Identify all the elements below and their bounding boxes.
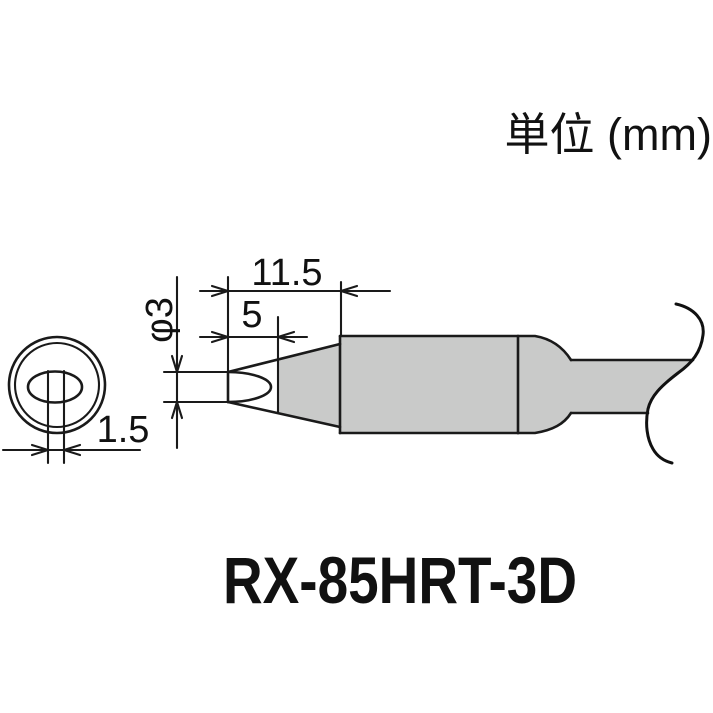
unit-label: 単位 (mm) <box>505 109 712 160</box>
arrowhead <box>276 330 296 344</box>
arrowhead <box>210 330 230 344</box>
break-mark-curve <box>645 302 705 465</box>
dimension-value: 11.5 <box>251 252 322 294</box>
dimension-taper-length: 11.5 <box>198 252 392 373</box>
front-view <box>7 335 107 465</box>
arrowhead <box>170 354 184 374</box>
collar-bottom-edge <box>516 411 573 435</box>
cone-top-edge <box>226 342 342 374</box>
dimension-chisel-edge-width: 1.5 <box>1 409 150 457</box>
arrowhead <box>339 284 359 298</box>
chisel-face-arc <box>226 370 273 404</box>
dimension-tip-section-length: 5 <box>198 294 309 415</box>
arrowhead <box>210 284 230 298</box>
front-outer-circle <box>7 335 107 435</box>
arrowhead <box>30 443 50 457</box>
dimension-shank-diameter: φ3 <box>139 275 230 450</box>
dimension-value: 1.5 <box>97 409 150 451</box>
cone-bottom-edge <box>226 400 342 429</box>
collar-top-edge <box>516 334 573 362</box>
arrowhead <box>62 443 82 457</box>
front-inner-circle <box>13 341 101 429</box>
model-name-label: RX-85HRT-3D <box>223 543 577 617</box>
arrowhead <box>170 400 184 420</box>
side-view <box>226 302 705 465</box>
front-chisel-ellipse <box>26 370 84 404</box>
dimension-value: φ3 <box>139 297 181 343</box>
dimension-value: 5 <box>241 294 262 336</box>
